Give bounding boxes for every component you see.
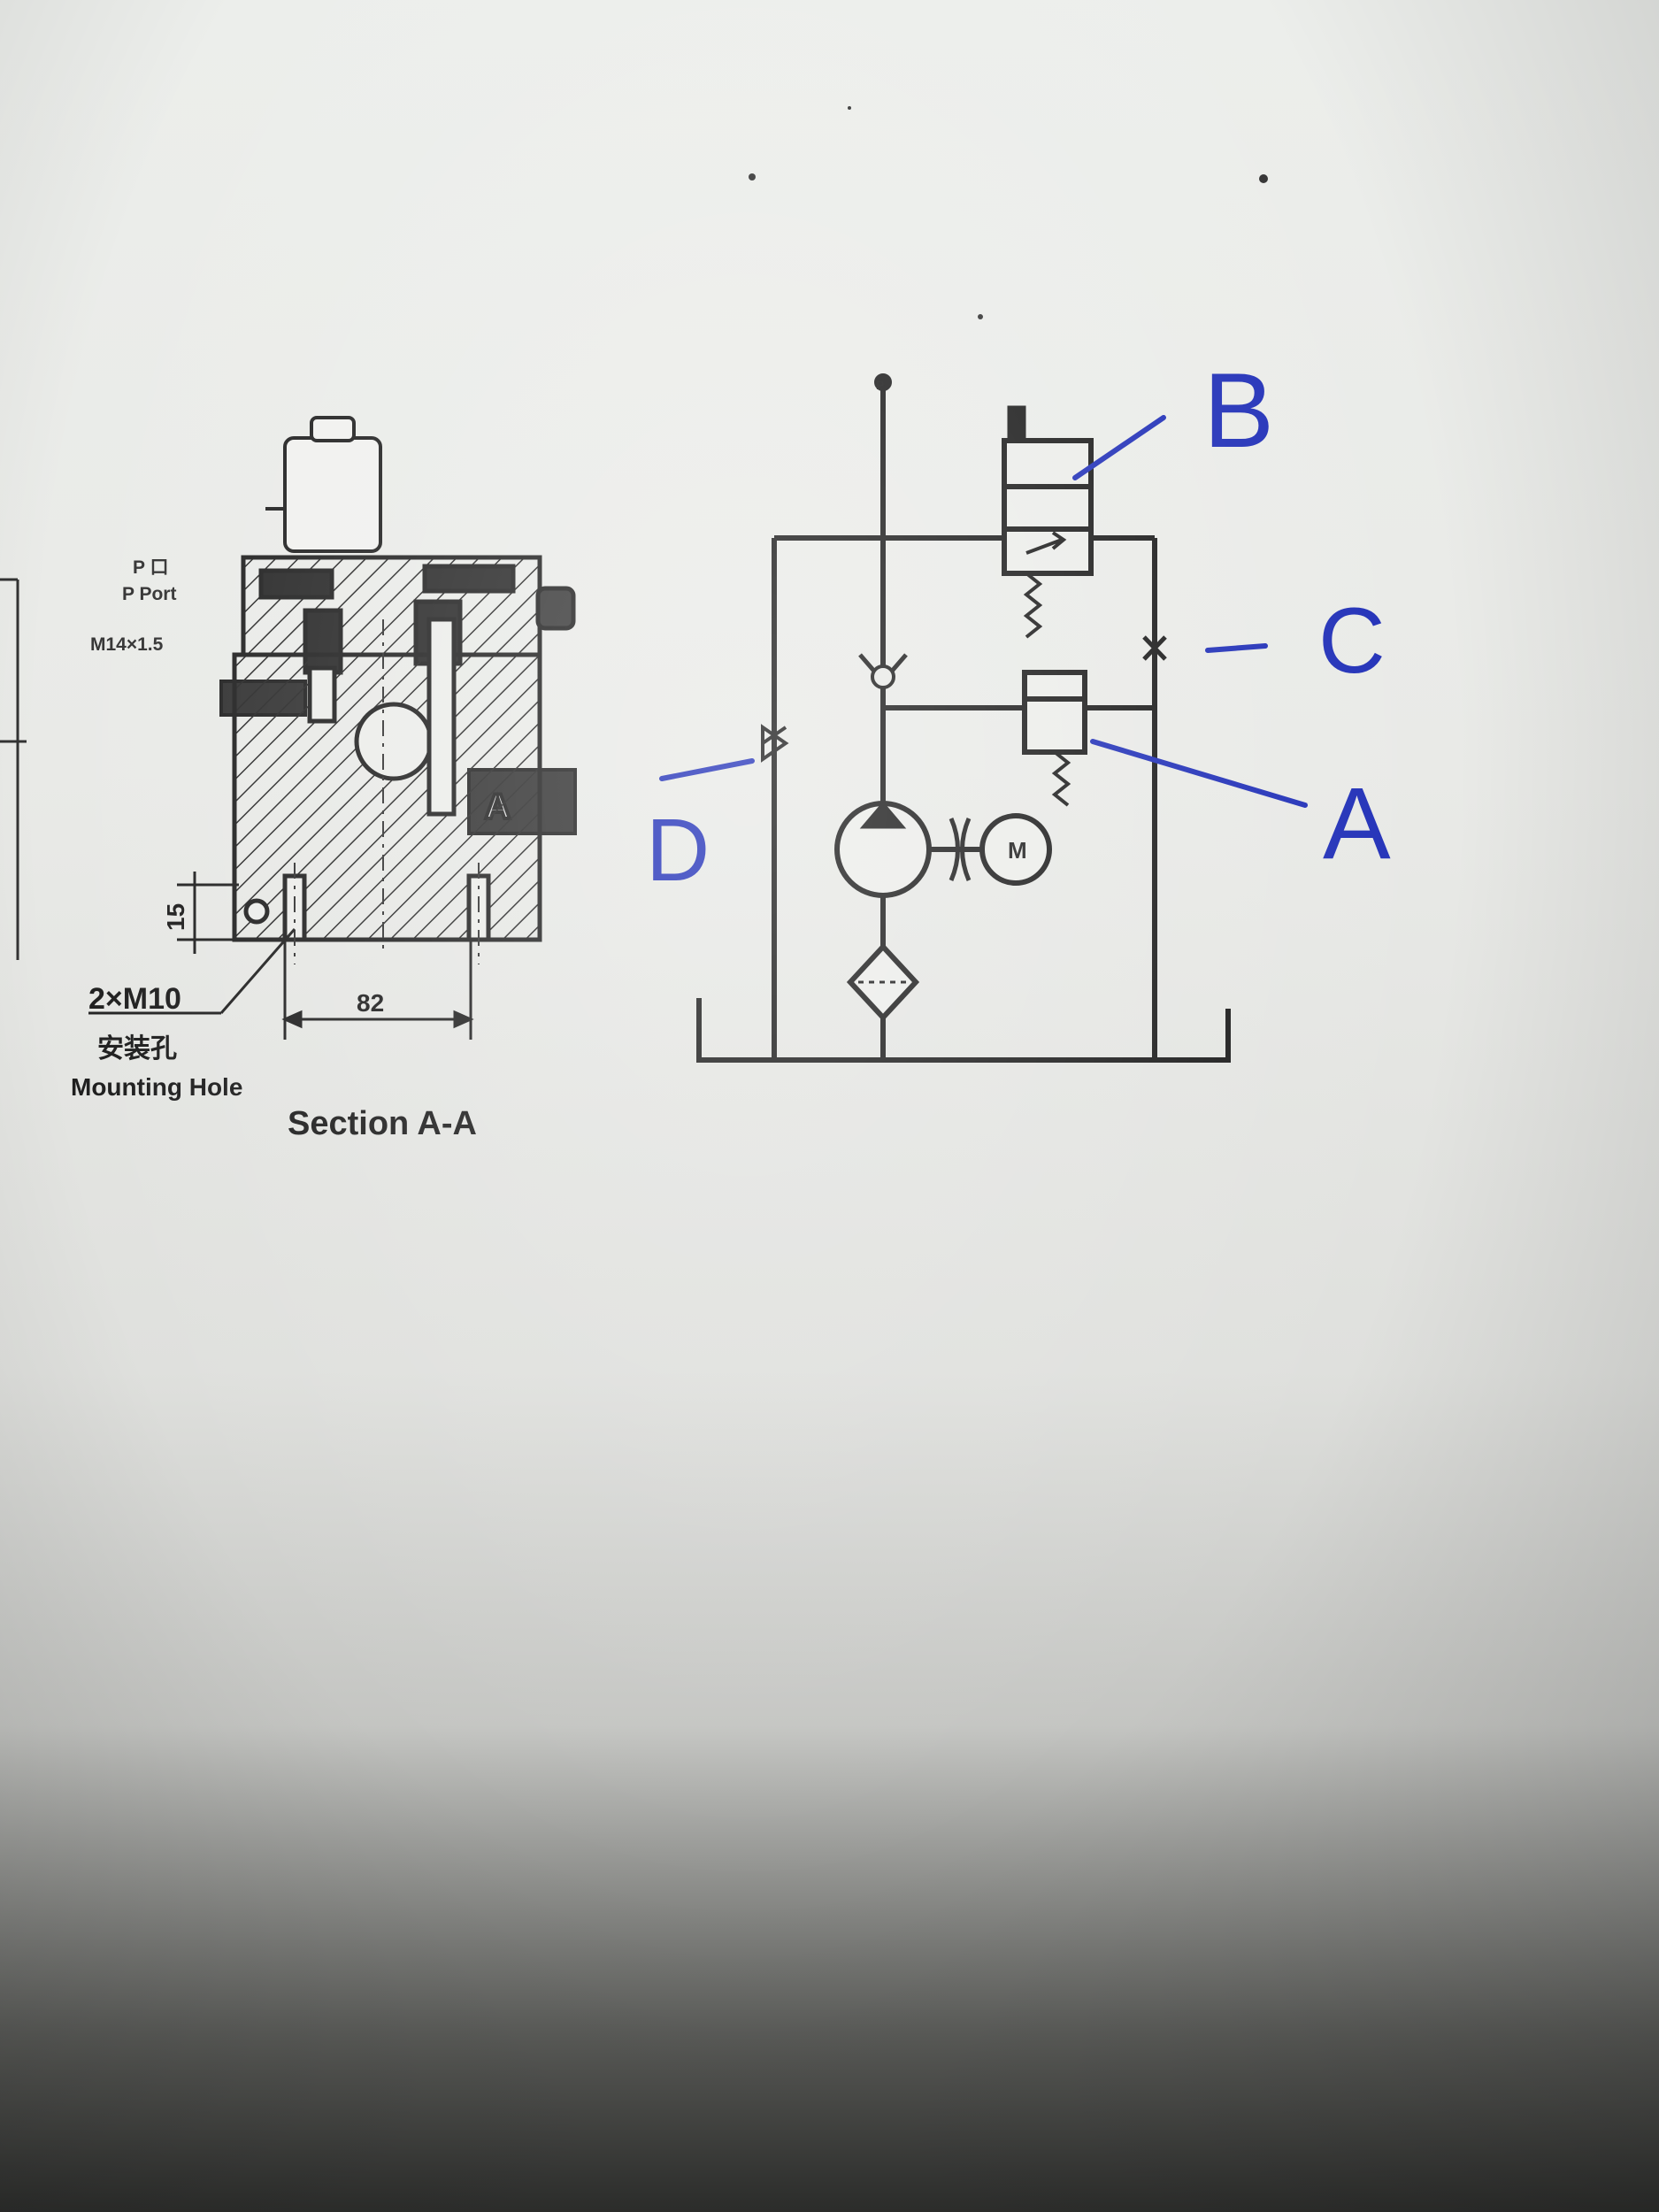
leader-a xyxy=(1090,739,1308,808)
main-body xyxy=(232,617,542,942)
annotation-a: A xyxy=(1323,767,1391,880)
leader-d xyxy=(659,758,755,781)
annotation-c: C xyxy=(1318,589,1386,693)
center-lines xyxy=(294,619,480,964)
solenoid-coil xyxy=(265,416,382,553)
thread-spec: M14×1.5 xyxy=(90,634,164,655)
tank-symbol xyxy=(696,998,1231,1063)
hydraulic-schematic xyxy=(696,373,1231,1063)
leader-c xyxy=(1205,643,1268,653)
needle-valve-d xyxy=(761,724,789,763)
left-frame-edge xyxy=(0,578,27,960)
dimension-15 xyxy=(177,872,239,954)
motor-symbol xyxy=(979,813,1052,886)
motor-label: M xyxy=(1008,837,1027,864)
marker-annotations xyxy=(659,415,1308,808)
annotation-b: B xyxy=(1203,351,1274,470)
dim-horizontal-label: 82 xyxy=(357,989,384,1017)
pressure-port-label: P xyxy=(876,378,884,392)
leader-b xyxy=(1072,415,1166,480)
port-label-cn: P 口 xyxy=(133,557,168,578)
annotation-d: D xyxy=(646,801,710,900)
orifice-c xyxy=(1142,635,1167,661)
dim-vertical-label: 15 xyxy=(162,903,189,931)
dimension-82 xyxy=(281,940,474,1040)
section-view: A 15 xyxy=(71,416,577,1142)
mounting-cn: 安装孔 xyxy=(97,1034,177,1064)
section-title: Section A-A xyxy=(288,1105,477,1142)
port-label-en: P Port xyxy=(122,584,176,604)
paper-specks xyxy=(749,106,1268,319)
solenoid-valve xyxy=(1002,405,1094,639)
mounting-qty: 2×M10 xyxy=(88,982,181,1016)
mounting-en: Mounting Hole xyxy=(71,1073,242,1101)
mounting-leader xyxy=(88,928,296,1015)
relief-valve xyxy=(1022,670,1087,807)
